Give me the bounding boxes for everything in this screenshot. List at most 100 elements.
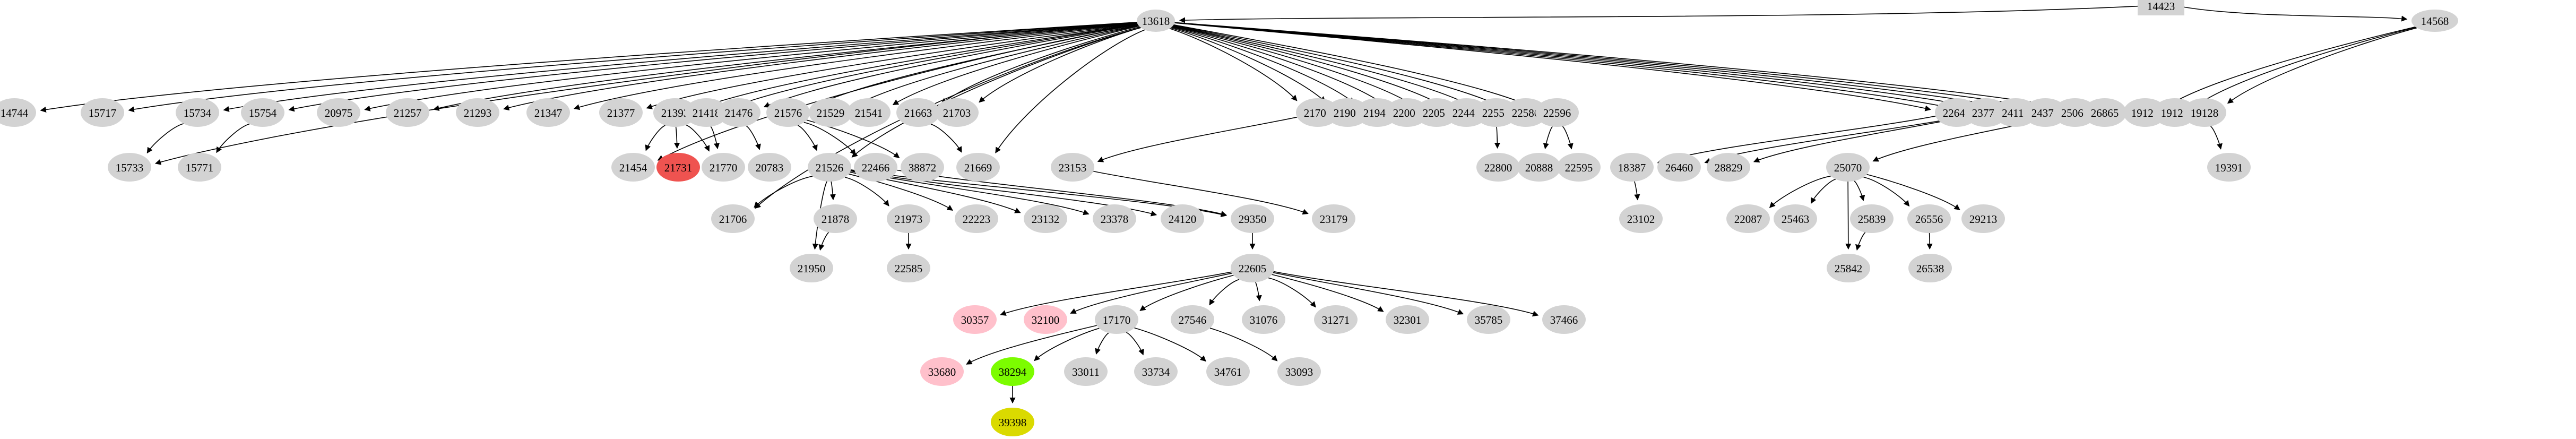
graph-node[interactable]: 22586 xyxy=(1504,98,1548,127)
graph-node[interactable]: 27546 xyxy=(1171,305,1214,334)
node-shape[interactable] xyxy=(1610,153,1654,182)
node-shape[interactable] xyxy=(1557,153,1601,182)
graph-node[interactable]: 25070 xyxy=(1826,153,1870,182)
graph-node[interactable]: 33680 xyxy=(920,357,964,386)
graph-node[interactable]: 35785 xyxy=(1467,305,1510,334)
graph-node[interactable]: 32100 xyxy=(1024,305,1067,334)
node-shape[interactable] xyxy=(702,153,745,182)
graph-node[interactable]: 21526 xyxy=(808,153,851,182)
node-shape[interactable] xyxy=(748,153,791,182)
graph-node[interactable]: 21529 xyxy=(809,98,852,127)
graph-node[interactable]: 33011 xyxy=(1064,357,1108,386)
graph-node[interactable]: 21257 xyxy=(386,98,429,127)
graph-node[interactable]: 22800 xyxy=(1476,153,1520,182)
graph-node[interactable]: 15717 xyxy=(81,98,124,127)
node-shape[interactable] xyxy=(1907,204,1951,233)
node-shape[interactable] xyxy=(790,254,833,282)
graph-node[interactable]: 33093 xyxy=(1277,357,1321,386)
graph-node[interactable]: 15734 xyxy=(176,98,219,127)
graph-node[interactable]: 21731 xyxy=(656,153,700,182)
node-shape[interactable] xyxy=(656,153,700,182)
graph-node[interactable]: 21669 xyxy=(956,153,1000,182)
graph-node[interactable]: 21454 xyxy=(611,153,655,182)
node-shape[interactable] xyxy=(1171,305,1214,334)
graph-node[interactable]: 33734 xyxy=(1134,357,1178,386)
node-shape[interactable] xyxy=(717,98,760,127)
node-shape[interactable] xyxy=(178,153,221,182)
node-shape[interactable] xyxy=(847,98,891,127)
graph-node[interactable]: 21541 xyxy=(847,98,891,127)
node-shape[interactable] xyxy=(2138,0,2184,15)
graph-node[interactable]: 17170 xyxy=(1095,305,1138,334)
graph-node[interactable]: 15754 xyxy=(241,98,284,127)
graph-node[interactable]: 20888 xyxy=(1517,153,1561,182)
graph-node[interactable]: 21878 xyxy=(814,204,857,233)
graph-node[interactable]: 14423 xyxy=(2138,0,2184,15)
node-shape[interactable] xyxy=(81,98,124,127)
node-shape[interactable] xyxy=(108,153,151,182)
node-shape[interactable] xyxy=(814,204,857,233)
node-shape[interactable] xyxy=(1707,153,1750,182)
node-shape[interactable] xyxy=(1476,153,1520,182)
node-shape[interactable] xyxy=(991,357,1034,386)
node-shape[interactable] xyxy=(887,254,930,282)
graph-node[interactable]: 20783 xyxy=(748,153,791,182)
node-shape[interactable] xyxy=(1137,10,1175,32)
graph-node[interactable]: 23378 xyxy=(1093,204,1136,233)
graph-node[interactable]: 37466 xyxy=(1542,305,1586,334)
graph-node[interactable]: 22596 xyxy=(1535,98,1579,127)
node-shape[interactable] xyxy=(1774,204,1817,233)
graph-node[interactable]: 30357 xyxy=(953,305,997,334)
graph-node[interactable]: 21393 xyxy=(653,98,697,127)
node-shape[interactable] xyxy=(1314,305,1358,334)
graph-node[interactable]: 21418 xyxy=(685,98,728,127)
node-shape[interactable] xyxy=(808,153,851,182)
graph-node[interactable]: 22466 xyxy=(854,153,897,182)
node-shape[interactable] xyxy=(685,98,728,127)
node-shape[interactable] xyxy=(956,153,1000,182)
graph-node[interactable]: 14744 xyxy=(0,98,36,127)
graph-node[interactable]: 21703 xyxy=(935,98,979,127)
graph-node[interactable]: 38872 xyxy=(901,153,944,182)
node-shape[interactable] xyxy=(809,98,852,127)
graph-node[interactable]: 26865 xyxy=(2083,98,2127,127)
node-shape[interactable] xyxy=(611,153,655,182)
node-shape[interactable] xyxy=(1064,357,1108,386)
graph-node[interactable]: 26460 xyxy=(1657,153,1701,182)
graph-node[interactable]: 31076 xyxy=(1242,305,1285,334)
graph-node[interactable]: 21576 xyxy=(766,98,810,127)
graph-node[interactable]: 29350 xyxy=(1231,204,1274,233)
node-shape[interactable] xyxy=(2083,98,2127,127)
graph-node[interactable]: 31271 xyxy=(1314,305,1358,334)
node-shape[interactable] xyxy=(1206,357,1250,386)
node-shape[interactable] xyxy=(935,98,979,127)
node-shape[interactable] xyxy=(1024,305,1067,334)
graph-node[interactable]: 26538 xyxy=(1908,254,1952,282)
node-shape[interactable] xyxy=(1467,305,1510,334)
node-shape[interactable] xyxy=(887,204,930,233)
node-shape[interactable] xyxy=(955,204,998,233)
graph-node[interactable]: 25839 xyxy=(1850,204,1894,233)
graph-node[interactable]: 23153 xyxy=(1051,153,1094,182)
node-shape[interactable] xyxy=(241,98,284,127)
node-shape[interactable] xyxy=(317,98,360,127)
node-shape[interactable] xyxy=(1231,254,1274,282)
node-shape[interactable] xyxy=(1277,357,1321,386)
graph-node[interactable]: 29213 xyxy=(1961,204,2005,233)
node-shape[interactable] xyxy=(1161,204,1204,233)
node-shape[interactable] xyxy=(599,98,643,127)
graph-node[interactable]: 22595 xyxy=(1557,153,1601,182)
node-shape[interactable] xyxy=(1535,98,1579,127)
node-shape[interactable] xyxy=(1619,204,1663,233)
graph-node[interactable]: 39398 xyxy=(991,408,1034,436)
graph-node[interactable]: 28829 xyxy=(1707,153,1750,182)
node-shape[interactable] xyxy=(1657,153,1701,182)
node-shape[interactable] xyxy=(1827,254,1870,282)
graph-node[interactable]: 18387 xyxy=(1610,153,1654,182)
node-shape[interactable] xyxy=(2183,98,2226,127)
graph-node[interactable]: 22605 xyxy=(1231,254,1274,282)
graph-node[interactable]: 26556 xyxy=(1907,204,1951,233)
graph-node[interactable]: 22223 xyxy=(955,204,998,233)
node-shape[interactable] xyxy=(1231,204,1274,233)
node-shape[interactable] xyxy=(1312,204,1355,233)
